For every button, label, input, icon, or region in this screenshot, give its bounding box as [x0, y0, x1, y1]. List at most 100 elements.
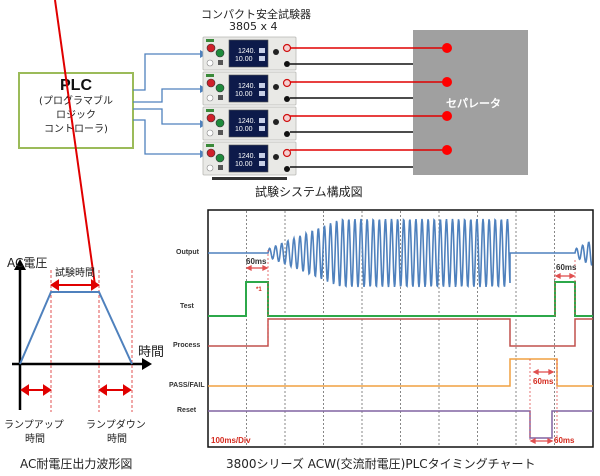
display-voltage: 1240.	[238, 118, 256, 125]
time-scale-label: 100ms/Div	[211, 436, 251, 445]
ramp-up-label-1: ランプアップ	[4, 420, 64, 431]
instrument-title: コンパクト安全試験器	[201, 8, 311, 21]
stop-button-icon	[206, 113, 216, 123]
knob-icon	[273, 84, 279, 90]
usb-port-icon	[218, 60, 223, 65]
instrument-display	[228, 109, 269, 138]
signal-trace-test	[208, 281, 593, 317]
plc-signal-arrows	[133, 53, 200, 155]
usb-port-icon	[218, 95, 223, 100]
waveform-caption: AC耐電圧出力波形図	[20, 457, 133, 471]
knob-icon	[273, 154, 279, 160]
arrowhead-icon	[91, 279, 100, 291]
hv-terminal-dot-3	[442, 111, 452, 121]
display-time: 10.00	[235, 161, 253, 168]
arrowhead-icon	[529, 437, 536, 445]
x-axis-label: 時間	[138, 345, 165, 360]
instrument-unit: 1240.10.00	[202, 71, 297, 106]
stop-button-icon	[206, 43, 216, 53]
power-switch-icon	[206, 129, 214, 137]
delay-label-2: 60ms	[556, 263, 577, 272]
y-axis-arrow-icon	[14, 259, 26, 270]
instrument-unit: 1240.10.00	[202, 106, 297, 141]
usb-port-icon	[218, 130, 223, 135]
plc-line-2: ロジック	[56, 110, 96, 121]
knob-icon	[273, 49, 279, 55]
status-led	[206, 74, 214, 77]
plc-line-1: (プログラマブル	[39, 96, 113, 107]
note-mark: *1	[256, 287, 262, 293]
return-terminal-icon	[284, 96, 290, 102]
display-time: 10.00	[235, 91, 253, 98]
hv-terminal-icon	[282, 113, 292, 123]
start-button-icon	[215, 48, 225, 58]
arrowhead-icon	[262, 264, 269, 272]
delay-label-1: 60ms	[246, 257, 267, 266]
arrowhead-icon	[98, 384, 107, 396]
signal-label-test: Test	[180, 303, 194, 310]
test-time-label: 試験時間	[55, 268, 95, 279]
plc-arrow-2	[133, 88, 200, 103]
knob-icon	[273, 119, 279, 125]
plc-arrow-1	[133, 53, 200, 91]
stop-button-icon	[206, 78, 216, 88]
system-caption: 試験システム構成図	[255, 185, 363, 199]
hv-terminal-icon	[282, 148, 292, 158]
power-switch-icon	[206, 94, 214, 102]
plc-arrow-3	[133, 108, 200, 125]
instrument-base	[212, 177, 287, 180]
start-button-icon	[215, 153, 225, 163]
delay-label-3: 60ms	[533, 377, 554, 386]
separator-label: セパレータ	[446, 97, 501, 110]
display-voltage: 1240.	[238, 153, 256, 160]
return-terminal-icon	[284, 61, 290, 67]
hv-terminal-dot-2	[442, 77, 452, 87]
arrowhead-icon	[20, 384, 29, 396]
arrowhead-icon	[548, 368, 555, 376]
power-switch-icon	[206, 59, 214, 67]
x-axis-arrow-icon	[142, 358, 152, 370]
ac-voltage-waveform	[19, 291, 133, 365]
signal-label-output: Output	[176, 249, 199, 256]
display-time: 10.00	[235, 126, 253, 133]
timing-chart-frame	[207, 209, 594, 448]
y-axis-label: AC電圧	[7, 256, 48, 270]
hv-terminal-dot-4	[442, 145, 452, 155]
arrowhead-icon	[43, 384, 52, 396]
plc-arrow-4	[133, 119, 200, 155]
wires	[290, 43, 452, 168]
arrowhead-icon	[569, 272, 576, 280]
instrument-display	[228, 144, 269, 173]
instrument-count-label: 3805 x 4	[229, 20, 278, 33]
display-voltage: 1240.	[238, 48, 256, 55]
plc-line-3: コントローラ)	[44, 124, 108, 135]
arrowhead-icon	[123, 384, 132, 396]
usb-port-icon	[218, 165, 223, 170]
delay-label-4: 60ms	[554, 436, 575, 445]
display-voltage: 1240.	[238, 83, 256, 90]
instrument-unit: 1240.10.00	[202, 36, 297, 71]
signal-trace-pass-fail	[208, 358, 593, 387]
ramp-down-label-1: ランプダウン	[86, 420, 146, 431]
signal-trace-output	[208, 218, 593, 288]
return-terminal-icon	[284, 131, 290, 137]
start-button-icon	[215, 118, 225, 128]
stop-button-icon	[206, 148, 216, 158]
hv-terminal-dot-1	[442, 43, 452, 53]
arrowhead-icon	[554, 272, 561, 280]
display-time: 10.00	[235, 56, 253, 63]
start-button-icon	[215, 83, 225, 93]
power-switch-icon	[206, 164, 214, 172]
status-led	[206, 39, 214, 42]
signal-trace-reset	[208, 410, 593, 439]
plc-box: PLC (プログラマブル ロジック コントローラ)	[18, 72, 134, 149]
instrument-display	[228, 39, 269, 68]
instrument-unit: 1240.10.00	[202, 141, 297, 176]
ramp-up-label-2: 時間	[25, 434, 45, 445]
instrument-display	[228, 74, 269, 103]
hv-terminal-icon	[282, 78, 292, 88]
arrowhead-icon	[547, 437, 554, 445]
arrowhead-icon	[532, 368, 539, 376]
